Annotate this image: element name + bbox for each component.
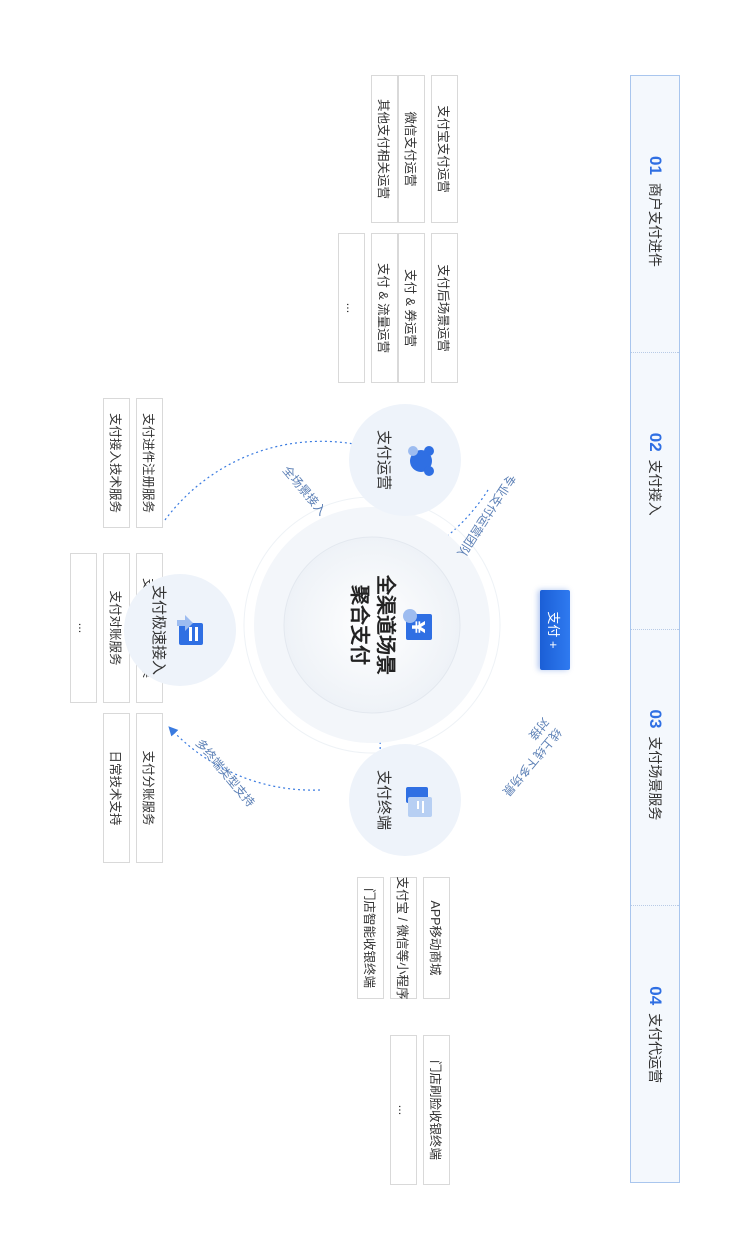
node-terminal-circle [349, 744, 461, 856]
payment-center-icon: ¥ [403, 609, 432, 640]
terminal-icon [406, 787, 432, 817]
svg-text:¥: ¥ [407, 621, 428, 634]
node-terminal-label: 支付终端 [375, 769, 392, 830]
operations-icon [408, 446, 434, 476]
center-line-2: 聚合支付 [348, 585, 370, 665]
center-title: 全渠道场景 聚合支付 [346, 565, 398, 685]
node-ops-label: 支付运营 [375, 429, 392, 490]
center-line-1: 全渠道场景 [374, 575, 396, 675]
fast-access-icon [177, 615, 203, 645]
node-access-label: 支付极速接入 [150, 584, 167, 675]
arc-multi [168, 726, 321, 791]
payment-plus-badge: 支付 + [540, 590, 570, 670]
node-ops-circle [349, 404, 461, 516]
